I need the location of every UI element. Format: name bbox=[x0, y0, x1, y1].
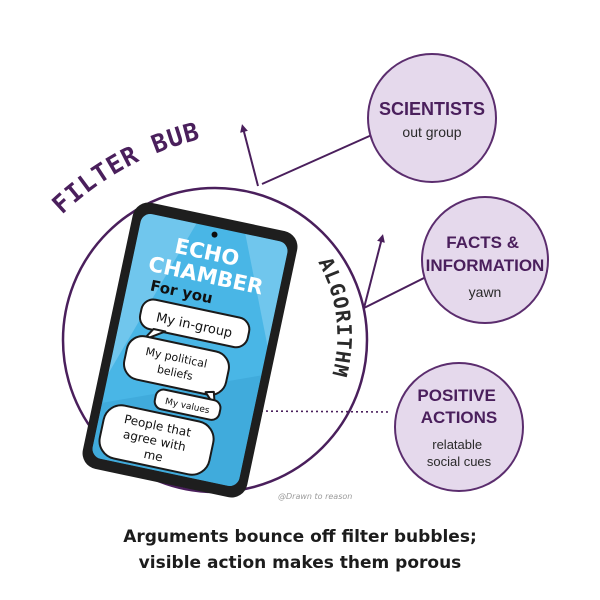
circle-actions-title: POSITIVE ACTIONS bbox=[417, 386, 500, 427]
connector-scientists bbox=[261, 133, 375, 185]
circle-actions-sub: relatable social cues bbox=[427, 437, 492, 469]
porous-arrow-actions bbox=[248, 407, 389, 416]
phone: ECHO CHAMBER For you My in-group My poli… bbox=[82, 202, 298, 498]
caption-line-2: visible action makes them porous bbox=[138, 553, 462, 573]
credit-text: @Drawn to reason bbox=[278, 492, 353, 501]
bounce-arrow-scientists bbox=[240, 124, 259, 187]
circle-actions: POSITIVE ACTIONS relatable social cues bbox=[394, 362, 524, 492]
speech-bubble: My values bbox=[153, 388, 222, 421]
circle-facts: FACTS & INFORMATION yawn bbox=[421, 196, 549, 324]
circle-facts-title: FACTS & INFORMATION bbox=[426, 233, 545, 275]
circle-scientists-title: SCIENTISTS bbox=[379, 99, 485, 119]
bounce-arrow-facts bbox=[363, 234, 385, 309]
connector-facts bbox=[363, 275, 429, 309]
caption-line-1: Arguments bounce off filter bubbles; bbox=[123, 527, 477, 547]
circle-facts-sub: yawn bbox=[469, 284, 502, 300]
circle-scientists: SCIENTISTS out group bbox=[367, 53, 497, 183]
circle-scientists-sub: out group bbox=[402, 124, 461, 140]
filter-bubble-label: FILTER BUBBLE bbox=[0, 0, 203, 219]
phone-camera-icon bbox=[211, 231, 218, 238]
speech-bubble: People that agree with me bbox=[98, 404, 215, 476]
